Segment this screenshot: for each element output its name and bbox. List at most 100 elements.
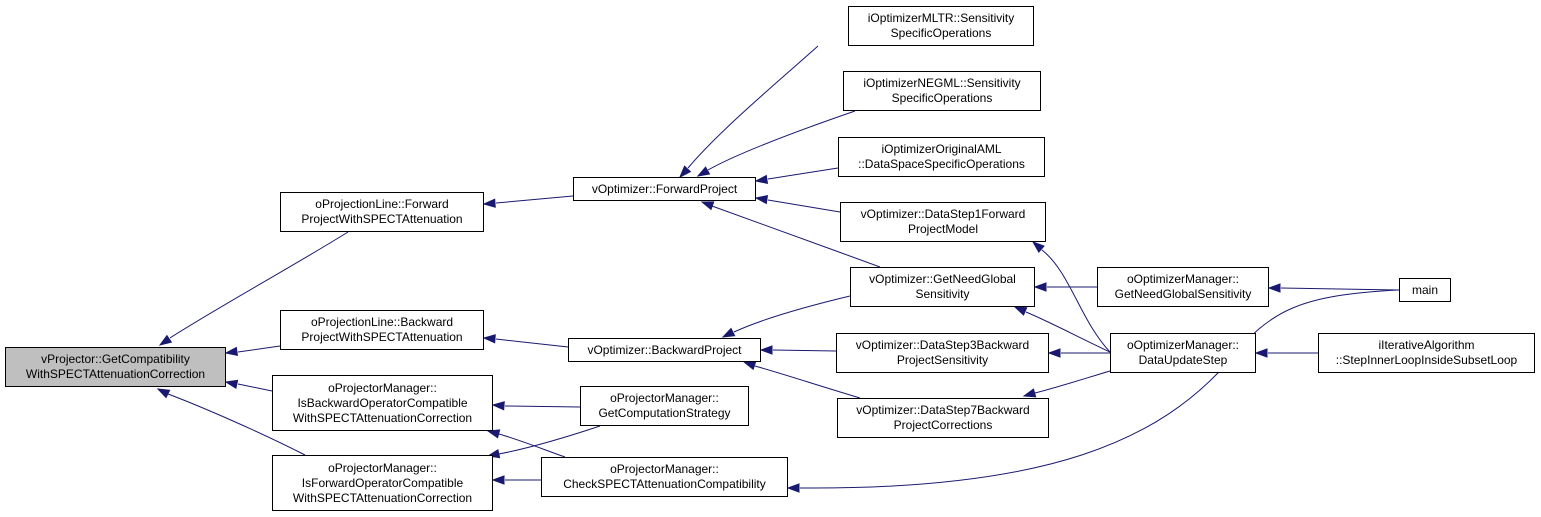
node-vprojector-getcompatibility: vProjector::GetCompatibility WithSPECTAt… bbox=[5, 347, 226, 387]
node-label-line: ProjectSensitivity bbox=[896, 353, 989, 367]
node-label-line: GetComputationStrategy bbox=[598, 406, 731, 420]
node-iiterativealgorithm-stepinnerloop[interactable]: iIterativeAlgorithm ::StepInnerLoopInsid… bbox=[1318, 333, 1535, 373]
edge-ds3-vobwd bbox=[772, 349, 837, 352]
node-ioptimizeroriginalaml-dataspace[interactable]: iOptimizerOriginalAML ::DataSpaceSpecifi… bbox=[838, 137, 1045, 177]
node-ooptimizermanager-dataupdatestep[interactable]: oOptimizerManager:: DataUpdateStep bbox=[1110, 333, 1256, 373]
node-label-line: oProjectorManager:: bbox=[610, 462, 719, 476]
node-label-line: vOptimizer::DataStep3Backward bbox=[855, 338, 1030, 352]
node-label-line: vOptimizer::GetNeedGlobal bbox=[869, 272, 1016, 286]
node-voptimizer-getneedglobal[interactable]: vOptimizer::GetNeedGlobal Sensitivity bbox=[850, 267, 1035, 307]
node-ooptimizermanager-getneedglobalsensitivity[interactable]: oOptimizerManager:: GetNeedGlobalSensiti… bbox=[1097, 267, 1269, 307]
edge-main-pmcheck-arrowhead bbox=[786, 483, 800, 493]
node-ioptimizermltr-sensitivity[interactable]: iOptimizerMLTR::Sensitivity SpecificOper… bbox=[848, 6, 1034, 46]
node-label-line: oProjectorManager:: bbox=[328, 460, 437, 475]
edge-aml-vofwd-arrowhead bbox=[754, 174, 769, 185]
node-label-line: iOptimizerOriginalAML bbox=[881, 142, 1002, 156]
node-label-line: iOptimizerNEGML::Sensitivity bbox=[863, 76, 1021, 90]
edge-pmisfwd-root-arrowhead bbox=[156, 388, 171, 399]
node-label-line: SpecificOperations bbox=[891, 91, 993, 105]
edge-omdus-ds1 bbox=[1041, 249, 1111, 353]
edge-omdus-ds3-arrowhead bbox=[1047, 348, 1061, 358]
edge-pmisbwd-root bbox=[237, 383, 273, 392]
node-voptimizer-datastep7backward[interactable]: vOptimizer::DataStep7Backward ProjectCor… bbox=[837, 398, 1049, 438]
node-label-line: CheckSPECTAttenuationCompatibility bbox=[563, 477, 766, 491]
node-label-line: oOptimizerManager:: bbox=[1126, 272, 1240, 286]
edge-ds1-vofwd-arrowhead bbox=[754, 194, 769, 205]
edge-omdus-ds7 bbox=[1034, 370, 1111, 394]
edge-pmcheck-isbwd-arrowhead bbox=[486, 429, 501, 439]
node-oprojectionline-forward[interactable]: oProjectionLine::Forward ProjectWithSPEC… bbox=[280, 192, 484, 232]
node-label-line: Sensitivity bbox=[915, 287, 970, 301]
edge-negml-vofwd-arrowhead bbox=[696, 166, 711, 177]
edge-ds7-vobwd-arrowhead bbox=[742, 361, 757, 371]
node-label-line: SpecificOperations bbox=[890, 26, 992, 40]
node-oprojectormanager-isbackwardoperatorcompatible[interactable]: oProjectorManager:: IsBackwardOperatorCo… bbox=[272, 375, 493, 431]
node-label-line: oProjectorManager:: bbox=[328, 380, 437, 395]
edge-main-omgng bbox=[1280, 287, 1400, 291]
node-label-line: ProjectModel bbox=[907, 222, 979, 236]
node-label-line: IsForwardOperatorCompatible bbox=[301, 475, 464, 490]
node-voptimizer-datastep3backward[interactable]: vOptimizer::DataStep3Backward ProjectSen… bbox=[836, 333, 1049, 373]
edge-gng-vofwd bbox=[711, 205, 881, 268]
edge-gng-vobwd bbox=[733, 295, 851, 333]
edge-mltr-vofwd bbox=[687, 45, 819, 169]
node-oprojectormanager-getcomputationstrategy[interactable]: oProjectorManager:: GetComputationStrate… bbox=[580, 386, 749, 426]
edge-plfwd-root bbox=[169, 231, 349, 339]
edge-vobwd-plbwd-arrowhead bbox=[482, 334, 496, 344]
node-label-line: oProjectionLine::Forward bbox=[315, 197, 449, 211]
node-voptimizer-backwardproject[interactable]: vOptimizer::BackwardProject bbox=[568, 338, 761, 362]
node-oprojectormanager-checkspectattenuationcompatibility[interactable]: oProjectorManager:: CheckSPECTAttenuatio… bbox=[541, 457, 788, 497]
node-label-line: oProjectionLine::Backward bbox=[310, 315, 454, 329]
edge-omdus-gng-arrowhead bbox=[1013, 306, 1028, 316]
edge-pmisbwd-root-arrowhead bbox=[224, 379, 239, 390]
node-label-line: vOptimizer::BackwardProject bbox=[587, 342, 742, 357]
edge-pmstrategy-isbwd bbox=[504, 405, 581, 408]
edge-pmstrategy-isfwd bbox=[498, 425, 601, 455]
node-label-line: vOptimizer::ForwardProject bbox=[591, 181, 738, 196]
node-ioptimizernegml-sensitivity[interactable]: iOptimizerNEGML::Sensitivity SpecificOpe… bbox=[843, 71, 1041, 111]
edge-ds3-vobwd-arrowhead bbox=[759, 345, 773, 355]
edge-omdus-gng bbox=[1025, 311, 1111, 353]
edge-pmisfwd-root bbox=[167, 393, 306, 456]
node-label-line: WithSPECTAttenuationCorrection bbox=[292, 490, 473, 505]
node-label-line: vProjector::GetCompatibility bbox=[41, 352, 190, 366]
node-main[interactable]: main bbox=[1399, 278, 1451, 302]
edge-pmcheck-isfwd-arrowhead bbox=[491, 475, 505, 485]
edge-vofwd-plfwd bbox=[495, 195, 574, 204]
node-label-line: ProjectWithSPECTAttenuation bbox=[301, 212, 463, 226]
node-label-line: GetNeedGlobalSensitivity bbox=[1114, 287, 1252, 301]
node-label-line: ProjectWithSPECTAttenuation bbox=[301, 330, 463, 344]
node-label-line: iIterativeAlgorithm bbox=[1378, 338, 1475, 352]
node-label-line: iOptimizerMLTR::Sensitivity bbox=[867, 11, 1015, 25]
edge-omgng-gng-arrowhead bbox=[1033, 282, 1047, 292]
node-oprojectionline-backward[interactable]: oProjectionLine::Backward ProjectWithSPE… bbox=[280, 310, 484, 350]
node-oprojectormanager-isforwardoperatorcompatible[interactable]: oProjectorManager:: IsForwardOperatorCom… bbox=[272, 455, 493, 511]
edge-omdus-ds1-arrowhead bbox=[1031, 241, 1045, 254]
edge-negml-vofwd bbox=[707, 110, 856, 171]
node-label-line: ::StepInnerLoopInsideSubsetLoop bbox=[1335, 353, 1518, 367]
edge-mltr-vofwd-arrowhead bbox=[679, 165, 692, 179]
node-label-line: WithSPECTAttenuationCorrection bbox=[25, 367, 206, 381]
node-label-line: main bbox=[1411, 282, 1438, 297]
edge-vobwd-plbwd bbox=[495, 338, 569, 348]
node-voptimizer-forwardproject[interactable]: vOptimizer::ForwardProject bbox=[573, 177, 756, 201]
node-label-line: DataUpdateStep bbox=[1138, 353, 1228, 367]
edge-main-omgng-arrowhead bbox=[1267, 283, 1281, 293]
edge-pmcheck-isbwd bbox=[498, 433, 566, 458]
edge-main-pmcheck bbox=[799, 289, 1400, 489]
edge-ds7-vobwd bbox=[754, 365, 861, 399]
node-label-line: ProjectCorrections bbox=[893, 418, 993, 432]
edge-aml-vofwd bbox=[767, 167, 839, 180]
edge-gng-vobwd-arrowhead bbox=[721, 327, 736, 338]
node-label-line: oOptimizerManager:: bbox=[1126, 338, 1240, 352]
node-label-line: vOptimizer::DataStep7Backward bbox=[856, 403, 1030, 417]
node-label-line: oProjectorManager:: bbox=[610, 391, 719, 405]
node-voptimizer-datastep1forward[interactable]: vOptimizer::DataStep1Forward ProjectMode… bbox=[840, 202, 1046, 242]
edge-pmstrategy-isbwd-arrowhead bbox=[491, 401, 505, 411]
edge-plfwd-root-arrowhead bbox=[158, 334, 173, 346]
edge-plbwd-root-arrowhead bbox=[224, 346, 239, 357]
edge-omdus-ds7-arrowhead bbox=[1022, 388, 1037, 398]
edge-iter-omdus-arrowhead bbox=[1254, 348, 1268, 358]
